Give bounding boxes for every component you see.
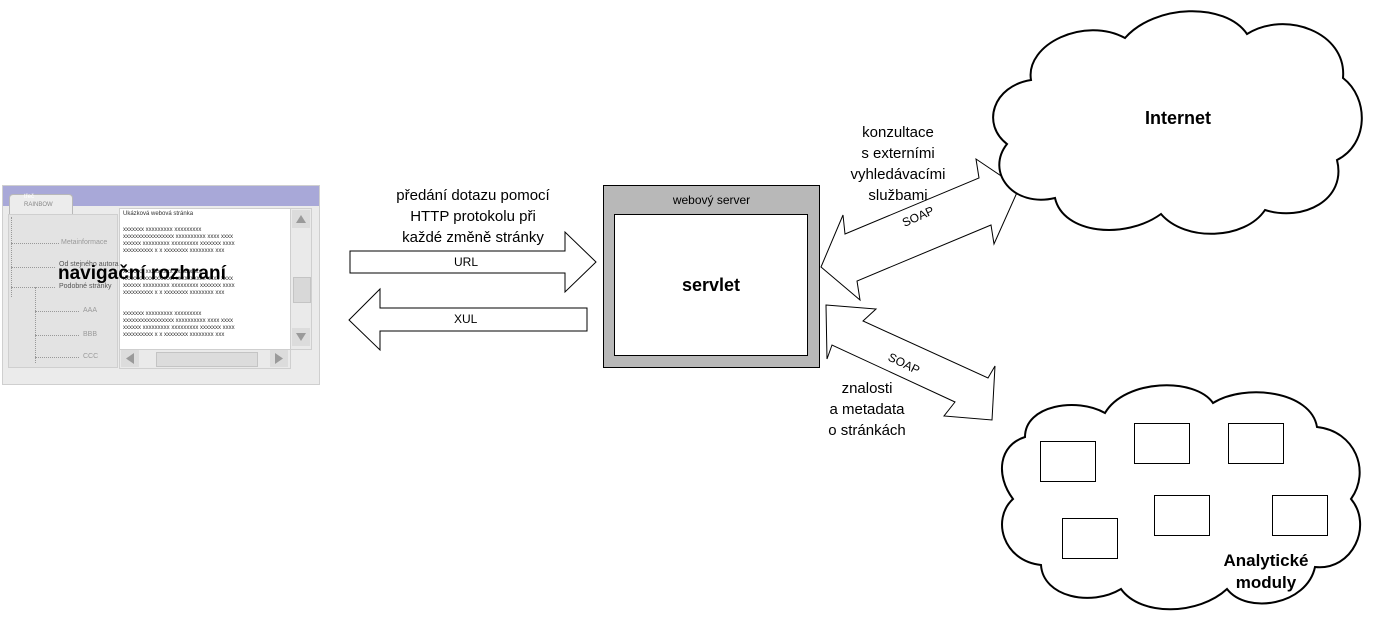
navigation-interface-caption: navigační rozhraní xyxy=(58,263,226,284)
tree-line xyxy=(35,311,79,312)
analytics-description-line: znalosti xyxy=(841,380,893,397)
tab-bottom-label: RAINBOW xyxy=(24,202,53,208)
text-line: xxxxxxxxxx x x xxxxxxxx xxxxxxxx xxx xyxy=(123,332,225,338)
tab[interactable]: třeč RAINBOW xyxy=(9,194,73,215)
request-arrows xyxy=(348,230,597,352)
navigation-interface-window: třeč RAINBOW Metainformace Od stejného a… xyxy=(2,185,320,385)
servlet-box: servlet xyxy=(614,214,808,356)
text-line: xxxxxxxxxx x x xxxxxxxx xxxxxxxx xxx xyxy=(123,290,225,296)
module-box xyxy=(1040,441,1096,482)
triangle-left-icon xyxy=(126,353,134,364)
internet-description-line: konzultace xyxy=(862,124,934,141)
url-label: URL xyxy=(454,255,479,269)
analytics-description-line: a metadata xyxy=(829,401,905,418)
module-box xyxy=(1134,423,1190,464)
module-box xyxy=(1272,495,1328,536)
tree-line xyxy=(11,217,12,297)
tree-item-similar-pages[interactable]: Podobné stránky xyxy=(59,283,112,290)
tree-line xyxy=(11,287,55,288)
web-server-box: webový server servlet xyxy=(603,185,820,368)
tree-panel: Metainformace Od stejného autora Podobné… xyxy=(8,214,119,368)
analytics-label-line: moduly xyxy=(1235,573,1297,592)
scroll-down-button[interactable] xyxy=(292,328,310,346)
module-box xyxy=(1062,518,1118,559)
text-line: xxxxxxxxxxxxxxxxx xxxxxxxxxx xxxx xxxx xyxy=(123,276,234,282)
triangle-down-icon xyxy=(296,333,306,341)
text-line: xxxxxxxxxx x x xxxxxxxx xxxxxxxx xxx xyxy=(123,248,225,254)
url-arrow xyxy=(349,230,597,294)
servlet-label: servlet xyxy=(681,275,741,295)
module-box xyxy=(1154,495,1210,536)
tree-item-bbb[interactable]: BBB xyxy=(83,331,98,338)
text-line: xxxxxx xxxxxxxxx xxxxxxxxx xxxxxxx xxxx xyxy=(123,325,235,331)
cloud-shape xyxy=(992,10,1363,235)
scroll-left-button[interactable] xyxy=(121,350,139,367)
analytics-soap-arrow xyxy=(825,304,996,421)
text-line: xxxxxxx xxxxxxxxx xxxxxxxxx xyxy=(123,269,202,275)
triangle-up-icon xyxy=(296,215,306,223)
tab-top-label: třeč xyxy=(24,194,35,200)
module-box xyxy=(1228,423,1284,464)
internet-description-line: vyhledávacími xyxy=(850,166,946,183)
page-content-panel: Ukázková webová stránka xxxxxxx xxxxxxxx… xyxy=(119,208,291,350)
tree-line xyxy=(35,357,79,358)
scroll-thumb[interactable] xyxy=(293,277,311,303)
tree-line xyxy=(35,335,79,336)
internet-description-line: s externími xyxy=(861,145,935,162)
tree-item-metainformace[interactable]: Metainformace xyxy=(61,239,108,246)
text-line: xxxxxx xxxxxxxxx xxxxxxxxx xxxxxxx xxxx xyxy=(123,241,235,247)
tree-item-ccc[interactable]: CCC xyxy=(83,353,99,360)
scroll-thumb[interactable] xyxy=(156,352,258,367)
tree-line xyxy=(11,267,55,268)
internet-description-line: službami xyxy=(868,187,928,204)
scroll-right-button[interactable] xyxy=(270,350,288,367)
analytics-label-line: Analytické xyxy=(1223,551,1309,570)
internet-cloud xyxy=(992,10,1363,235)
triangle-right-icon xyxy=(275,353,283,364)
page-title: Ukázková webová stránka xyxy=(123,211,194,217)
text-line: xxxxxxx xxxxxxxxx xxxxxxxxx xyxy=(123,227,202,233)
tree-item-aaa[interactable]: AAA xyxy=(83,307,98,314)
request-description-line: HTTP protokolu při xyxy=(410,208,536,225)
scroll-up-button[interactable] xyxy=(292,210,310,228)
xul-label: XUL xyxy=(454,312,478,326)
analytics-description-line: o stránkách xyxy=(828,422,906,439)
window-header-bar xyxy=(3,186,319,206)
text-line: xxxxxxx xxxxxxxxx xxxxxxxxx xyxy=(123,311,202,317)
text-line: xxxxxx xxxxxxxxx xxxxxxxxx xxxxxxx xxxx xyxy=(123,283,235,289)
horizontal-scrollbar[interactable] xyxy=(119,349,291,369)
text-line: xxxxxxxxxxxxxxxxx xxxxxxxxxx xxxx xxxx xyxy=(123,318,234,324)
web-server-title: webový server xyxy=(672,193,751,207)
text-line: xxxxxxxxxxxxxxxxx xxxxxxxxxx xxxx xxxx xyxy=(123,234,234,240)
tree-line xyxy=(35,287,36,363)
tree-line xyxy=(11,243,59,244)
vertical-scrollbar[interactable] xyxy=(290,208,312,350)
request-description-line: každé změně stránky xyxy=(402,229,544,246)
xul-arrow xyxy=(348,287,588,352)
request-description-line: předání dotazu pomocí xyxy=(396,187,550,204)
tree-item-same-author[interactable]: Od stejného autora xyxy=(59,261,119,268)
internet-label: Internet xyxy=(1145,108,1212,128)
